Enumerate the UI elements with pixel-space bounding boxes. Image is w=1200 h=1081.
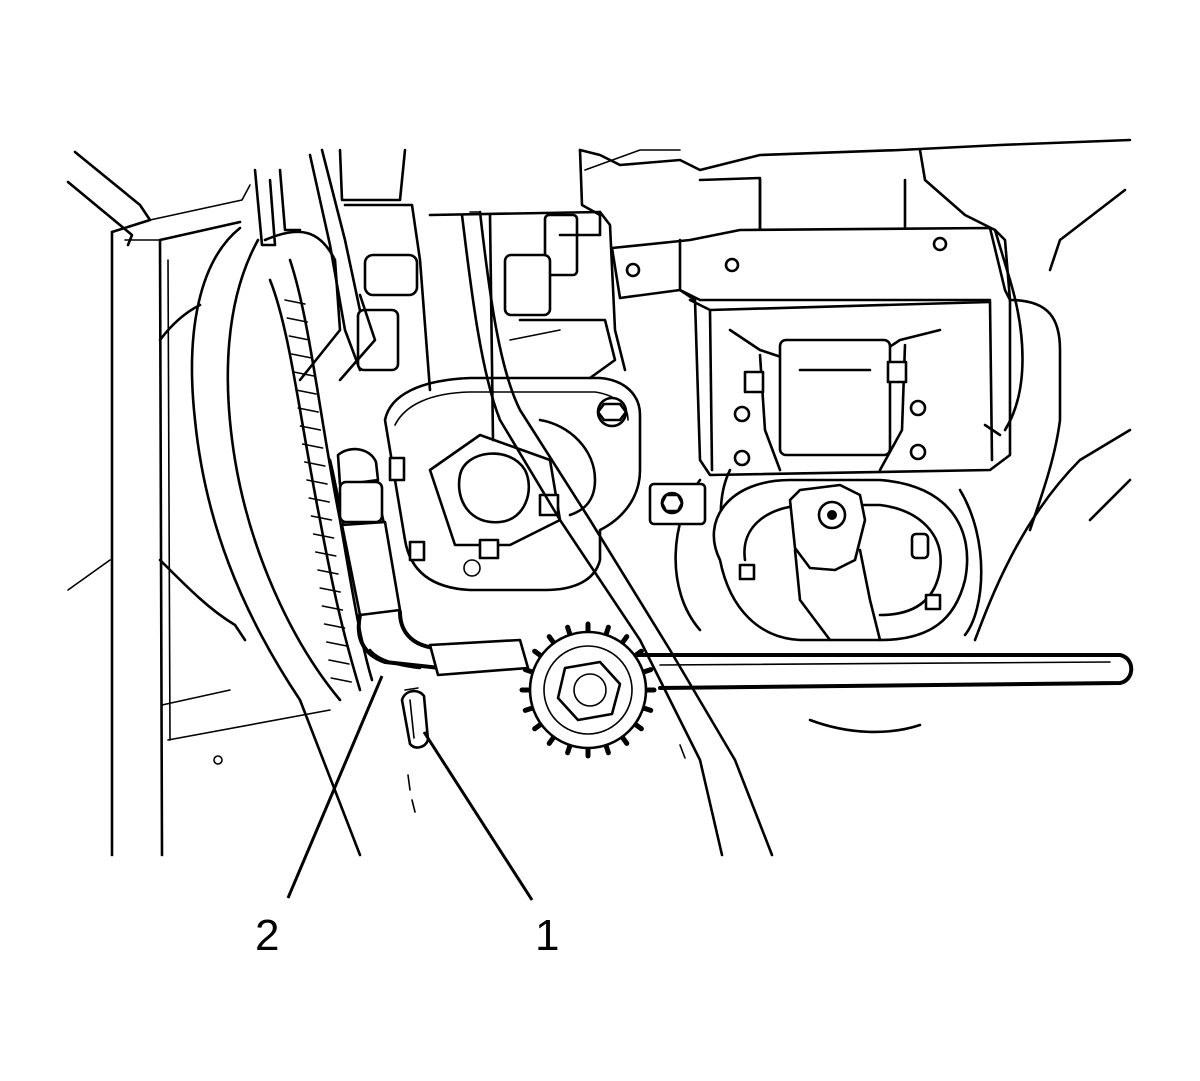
- right-structure: [973, 188, 1132, 642]
- vent-slat: [321, 605, 344, 611]
- pedal-arm-upper: [253, 148, 432, 392]
- leader-lines: [286, 675, 534, 901]
- vent-slat: [303, 461, 326, 467]
- brake-booster-plate: [383, 376, 642, 592]
- side-panel: [158, 226, 362, 857]
- horizontal-rod: [633, 653, 1134, 690]
- vent-slat: [317, 569, 339, 575]
- steering-column-bracket: [578, 138, 1132, 477]
- brake-pedal-arm: [460, 210, 774, 857]
- vent-slat: [286, 317, 309, 323]
- vent-slat: [314, 551, 337, 557]
- vent-slat: [310, 515, 333, 521]
- vent-slat: [297, 407, 320, 413]
- vent-slat: [284, 299, 306, 305]
- column-bolt-bracket: [648, 482, 707, 526]
- vent-slat: [288, 335, 311, 341]
- misc-marks: [407, 744, 686, 813]
- vent-slat: [306, 479, 328, 485]
- vent-slat: [299, 425, 322, 431]
- adjuster-gear: [519, 621, 657, 759]
- pedal-bracket: [263, 230, 374, 692]
- retainer-clip: [400, 687, 430, 749]
- callout-2-leader: [286, 675, 384, 899]
- vent-slat: [330, 677, 353, 683]
- callout-1-leader: [422, 731, 534, 901]
- vent-slat: [301, 443, 324, 449]
- wiring-harness: [328, 447, 530, 677]
- steering-shaft-boot: [674, 468, 983, 734]
- vent-slat: [323, 623, 346, 629]
- vent-slat: [312, 533, 335, 539]
- vent-slat: [308, 497, 331, 503]
- vent-slat: [290, 353, 313, 359]
- vent-slat: [328, 659, 350, 665]
- callout-2-label: 2: [255, 911, 279, 960]
- vent-slat: [292, 371, 315, 377]
- upper-mechanism: [428, 148, 681, 380]
- vent-slat: [325, 641, 348, 647]
- vent-slat: [319, 587, 342, 593]
- left-frame: [66, 150, 331, 857]
- callout-1-label: 1: [535, 911, 559, 960]
- vent-slat: [295, 389, 317, 395]
